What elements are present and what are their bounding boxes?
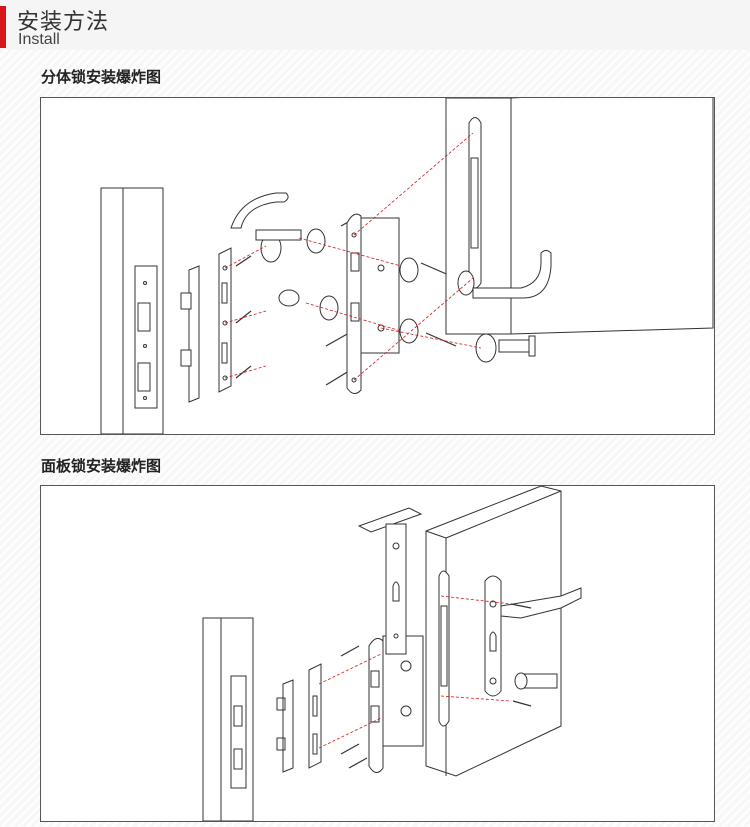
cylinder xyxy=(514,672,558,690)
strike-plates xyxy=(276,663,322,773)
screws xyxy=(235,215,457,386)
split-lock-illustration xyxy=(100,98,714,434)
back-plate xyxy=(357,507,423,655)
handle-right xyxy=(457,250,552,299)
split-lock-diagram xyxy=(40,97,715,435)
screws xyxy=(340,603,532,769)
section-title-panel-lock: 面板锁安装爆炸图 xyxy=(41,457,162,475)
panel-lock-illustration xyxy=(202,486,582,821)
door-frame-left xyxy=(202,617,254,821)
section-header: 安装方法 Install xyxy=(0,0,750,50)
roses xyxy=(278,228,419,344)
handle-left xyxy=(230,192,302,263)
front-plate xyxy=(484,575,582,697)
door-right xyxy=(445,98,714,335)
dashed-guides xyxy=(224,132,482,381)
door-frame-left xyxy=(100,187,164,434)
panel-lock-diagram xyxy=(40,485,715,822)
red-accent-bar-icon xyxy=(0,6,6,48)
header-title-en: Install xyxy=(18,31,60,48)
cylinder xyxy=(475,333,536,363)
dashed-guides xyxy=(318,595,512,749)
strike-plates xyxy=(180,247,232,403)
lock-body xyxy=(346,213,400,394)
section-title-split-lock: 分体锁安装爆炸图 xyxy=(41,68,162,86)
lock-body xyxy=(368,635,424,773)
header-title-cn: 安装方法 xyxy=(17,10,110,35)
